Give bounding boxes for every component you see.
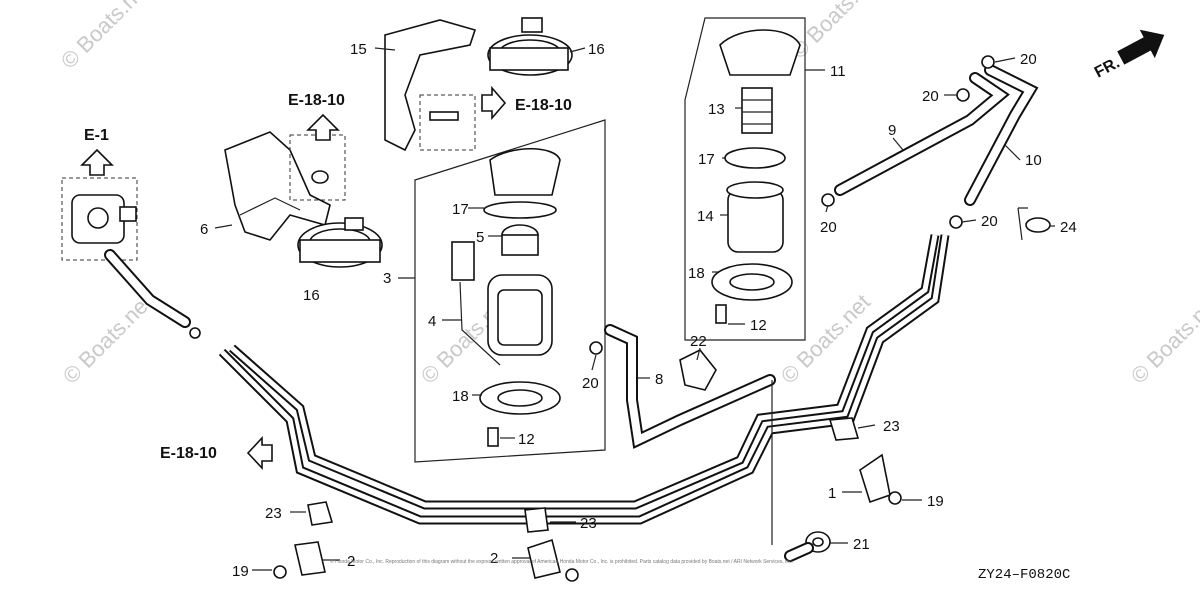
callout-13: 13 (708, 101, 725, 118)
callout-18-right: 18 (688, 265, 705, 282)
clip-23-right (828, 417, 860, 441)
clip-23-center (524, 507, 549, 533)
clip-23-left (307, 501, 334, 526)
callout-11: 11 (830, 63, 846, 80)
diagram-code: ZY24–F0820C (978, 567, 1070, 583)
bracket-1 (859, 453, 902, 505)
tube-10 (964, 64, 1039, 206)
callout-23-right: 23 (883, 418, 900, 435)
callout-20-e: 20 (1020, 51, 1037, 68)
reference-arrow-e-18-10-top-right: E-18-10 (481, 85, 572, 121)
reference-label-e-18-10-b: E-18-10 (515, 97, 572, 114)
copyright-footer: © Honda Motor Co., Inc. Reproduction of … (330, 558, 793, 565)
callout-4: 4 (428, 313, 436, 330)
callout-19-left: 19 (232, 563, 249, 580)
callout-14: 14 (697, 208, 714, 225)
watermark-5: © Boats.net (1126, 289, 1200, 388)
callout-15: 15 (350, 41, 367, 58)
band-16-upper (487, 17, 573, 76)
callout-20-a: 20 (582, 375, 599, 392)
front-direction-label: FR. (1092, 54, 1123, 81)
callout-17-left: 17 (452, 201, 469, 218)
filter-assembly-11 (684, 17, 806, 341)
callout-20-c: 20 (981, 213, 998, 230)
callout-16-upper: 16 (588, 41, 605, 58)
callout-9: 9 (888, 122, 896, 139)
clip-24 (1017, 207, 1051, 241)
callout-6: 6 (200, 221, 208, 238)
bracket-2-left (273, 541, 326, 579)
callout-24: 24 (1060, 219, 1077, 236)
callout-20-b: 20 (820, 219, 837, 236)
callout-16-lower: 16 (303, 287, 320, 304)
leader-lines (214, 47, 1055, 571)
main-fuel-line (218, 234, 950, 525)
hose-8 (604, 324, 776, 449)
callout-labels: 1 2 2 3 4 5 6 8 9 10 11 12 12 13 14 15 1… (200, 41, 1077, 580)
callout-22: 22 (690, 333, 707, 350)
callout-21: 21 (853, 536, 870, 553)
terminal-21 (784, 531, 831, 562)
reference-label-e-18-10-a: E-18-10 (288, 92, 345, 109)
callout-5: 5 (476, 229, 484, 246)
callout-12-right: 12 (750, 317, 767, 334)
callout-3: 3 (383, 270, 391, 287)
callout-2-left: 2 (347, 553, 355, 570)
callout-1: 1 (828, 485, 836, 502)
band-16-lower (297, 217, 383, 268)
tube-9 (834, 72, 1010, 196)
callout-2-center: 2 (490, 550, 498, 567)
callout-12-left: 12 (518, 431, 535, 448)
bracket-2-center (527, 538, 579, 582)
reference-arrow-e-18-10-bottom-left: E-18-10 (160, 435, 273, 471)
callout-10: 10 (1025, 152, 1042, 169)
clamp-22 (679, 348, 717, 391)
watermark-2: © Boats.net (58, 289, 157, 388)
clips-20 (589, 55, 995, 355)
watermark-6: © Boats.net (786, 0, 885, 64)
callout-23-left: 23 (265, 505, 282, 522)
reference-label-e-1: E-1 (84, 127, 109, 144)
watermark-1: © Boats.net (56, 0, 155, 74)
callout-20-d: 20 (922, 88, 939, 105)
reference-arrow-e-1: E-1 (80, 127, 114, 176)
watermark-4: © Boats.net (776, 289, 875, 388)
callout-8: 8 (655, 371, 663, 388)
callout-19-right: 19 (927, 493, 944, 510)
front-direction-arrow: FR. (1092, 29, 1165, 82)
callout-17-right: 17 (698, 151, 715, 168)
reference-label-e-18-10-c: E-18-10 (160, 445, 217, 462)
fuel-cock-assembly (61, 177, 201, 339)
filter-assembly-3 (414, 119, 606, 463)
reference-arrow-e-18-10-top-left: E-18-10 (288, 92, 345, 141)
callout-23-center: 23 (580, 515, 597, 532)
bracket-15 (384, 19, 477, 152)
callout-18-left: 18 (452, 388, 469, 405)
